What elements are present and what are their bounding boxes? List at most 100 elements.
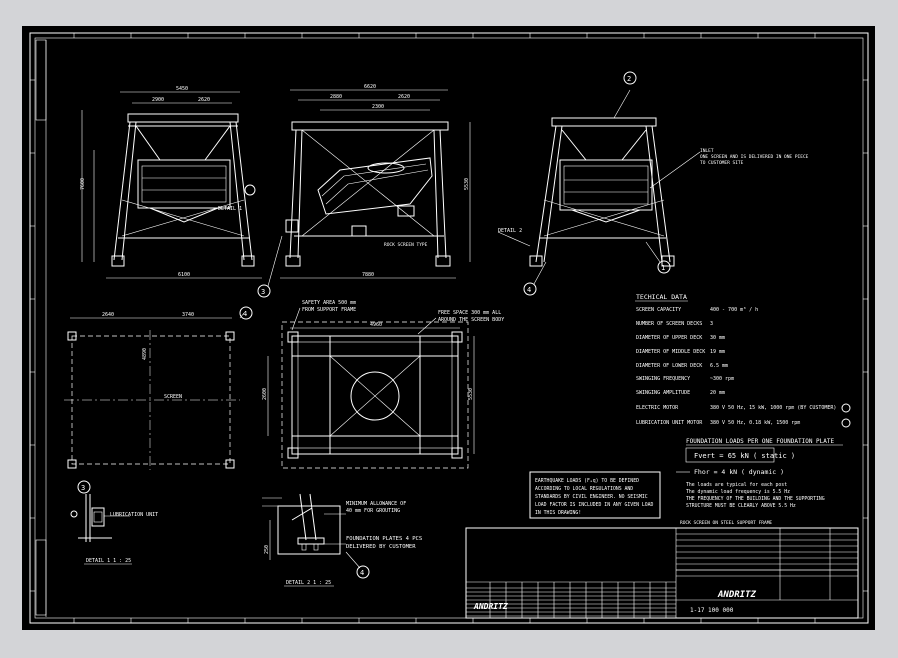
revision-strip — [35, 39, 47, 617]
tech-row-value: ~300 rpm — [710, 376, 734, 382]
safety-area-label-2: FROM SUPPORT FRAME — [302, 307, 356, 313]
safety-area-label: SAFETY AREA 500 mm — [302, 300, 356, 306]
earthquake-line: EARTHQUAKE LOADS (Fₑq) TO BE DEFINED — [535, 478, 639, 484]
detail-1-caption: DETAIL 1 1 : 25 — [86, 558, 131, 564]
side-note: ROCK SCREEN TYPE — [384, 242, 428, 248]
technical-data: TECHICAL DATA SCREEN CAPACITY 400 - 700 m… — [635, 293, 851, 428]
end-view: INLET ONE SCREEN AND IS DELIVERED IN ONE… — [218, 89, 809, 267]
balloon-4c — [356, 565, 370, 579]
dim-plan-h: 4890 — [142, 348, 148, 360]
dim-frame-top: 4960 — [370, 322, 382, 328]
balloon-3b — [77, 480, 91, 494]
foundation-fhor: Fhor = 4 kN ( dynamic ) — [694, 468, 784, 476]
dim-side-c: 2300 — [372, 104, 384, 110]
earthquake-line: ACCORDING TO LOCAL REGULATIONS AND — [535, 486, 633, 492]
foundation-note: The loads are typical for each post — [686, 482, 787, 488]
foundation-plan: 2640 3740 SCREEN 4890 — [64, 312, 245, 470]
free-space-label-2: AROUND THE SCREEN BODY — [438, 317, 504, 323]
lubrication-unit-label: LUBRICATION UNIT — [110, 512, 158, 518]
delivered-label: DELIVERED BY CUSTOMER — [346, 544, 416, 550]
dim-plan-w1: 2640 — [102, 312, 114, 318]
balloon-2-label: 2 — [627, 75, 631, 83]
balloons: 2 1 3 4 4 3 4 — [77, 71, 671, 579]
free-space-label: FREE SPACE 300 mm ALL — [438, 310, 501, 316]
balloon-1 — [657, 260, 671, 274]
title-top-text: ROCK SCREEN ON STEEL SUPPORT FRAME — [680, 520, 772, 526]
balloon-2 — [623, 71, 637, 85]
title-block: ROCK SCREEN ON STEEL SUPPORT FRAME ANDRI… — [465, 520, 859, 619]
earthquake-line: IN THIS DRAWING! — [535, 510, 581, 516]
tech-row-label: SCREEN CAPACITY — [636, 307, 681, 313]
balloon-4a-label: 4 — [527, 286, 531, 294]
balloon-4c-label: 4 — [360, 569, 364, 577]
brand-logo-small: ANDRITZ — [473, 602, 509, 611]
tech-data-title: TECHICAL DATA — [636, 293, 687, 301]
dim-frame-inner: 2600 — [262, 388, 268, 400]
dim-side-a: 2880 — [330, 94, 342, 100]
tech-row-label: DIAMETER OF LOWER DECK — [636, 363, 702, 369]
detail-2-caption: DETAIL 2 1 : 25 — [286, 580, 331, 586]
tech-row-value: 20 mm — [710, 390, 725, 396]
front-view: 5450 2900 2620 6100 7600 — [80, 86, 262, 279]
balloon-4b — [239, 306, 253, 320]
dim-front-w2: 2620 — [198, 97, 210, 103]
tech-row-label: SWINGING AMPLITUDE — [636, 390, 690, 396]
tech-row-value: 380 V 50 Hz, 15 kW, 1000 rpm (BY CUSTOME… — [710, 405, 836, 411]
balloon-4a — [523, 282, 537, 296]
tech-row-value: 6.5 mm — [710, 363, 728, 369]
brand-logo: ANDRITZ — [717, 590, 757, 600]
dim-front-height: 7600 — [80, 178, 86, 190]
dim-detail-2: 250 — [264, 545, 270, 554]
frame-top-view: SAFETY AREA 500 mm FROM SUPPORT FRAME FR… — [262, 300, 504, 469]
tech-row-value: 380 V 50 Hz, 0.18 kW, 1500 rpm — [710, 420, 800, 426]
grout-label-1: MINIMUM ALLOWANCE OF — [346, 501, 406, 507]
tech-row-value: 19 mm — [710, 349, 725, 355]
right-note-1: INLET — [700, 148, 714, 154]
tech-row-label: DIAMETER OF MIDDLE DECK — [636, 349, 705, 355]
earthquake-line: LOAD FACTOR IS INCLUDED IN ANY GIVEN LOA… — [535, 502, 654, 508]
right-note-3: TO CUSTOMER SITE — [700, 160, 744, 166]
earthquake-note: EARTHQUAKE LOADS (Fₑq) TO BE DEFINED ACCO… — [529, 471, 661, 519]
right-note-2: ONE SCREEN AND IS DELIVERED IN ONE PIECE — [700, 154, 809, 160]
side-view: 6620 2880 2620 2300 7880 5530 ROCK SCREE… — [280, 84, 471, 279]
dim-side-height: 5530 — [464, 178, 470, 190]
dim-front-bottom: 6100 — [178, 272, 190, 278]
grout-label-2: 40 mm FOR GROUTING — [346, 508, 400, 514]
drawing-number: 1-17 100 000 — [690, 607, 734, 614]
tech-row-label: NUMBER OF SCREEN DECKS — [636, 321, 702, 327]
detail-2-tag: DETAIL 2 — [498, 228, 522, 234]
balloon-3-label: 3 — [261, 288, 265, 296]
dim-front-w1: 2900 — [152, 97, 164, 103]
foundation-fvert: Fvert = 65 kN ( static ) — [694, 452, 795, 460]
dim-side-bottom: 7880 — [362, 272, 374, 278]
frame-ticks — [30, 33, 868, 623]
dim-plan-w2: 3740 — [182, 312, 194, 318]
tech-row-label: ELECTRIC MOTOR — [636, 405, 679, 411]
dim-side-b: 2620 — [398, 94, 410, 100]
tech-row-label: SWINGING FREQUENCY — [636, 376, 690, 382]
balloon-4b-label: 4 — [243, 310, 247, 318]
detail-1: LUBRICATION UNIT DETAIL 1 1 : 25 — [70, 494, 158, 565]
tech-row-label: LUBRICATION UNIT MOTOR — [636, 420, 703, 426]
foundation-note: The dynamic load frequency is 5.5 Hz — [686, 489, 790, 495]
tech-row-label: DIAMETER OF UPPER DECK — [636, 335, 702, 341]
balloon-1-label: 1 — [661, 264, 665, 272]
tech-row-value: 3 — [710, 321, 713, 327]
tech-row-value: 400 - 700 m³ / h — [710, 307, 758, 313]
dim-side-top: 6620 — [364, 84, 376, 90]
foundation-note: STRUCTURE MUST BE CLEARLY ABOVE 5.5 Hz — [686, 503, 796, 509]
tech-row-value: 30 mm — [710, 335, 725, 341]
foundation-note: THE FREQUENCY OF THE BUILDING AND THE SU… — [686, 496, 825, 502]
foundation-loads: FOUNDATION LOADS PER ONE FOUNDATION PLAT… — [676, 438, 843, 509]
dim-frame-side: 5530 — [468, 388, 474, 400]
earthquake-line: STANDARDS BY CIVIL ENGINEER. NO SEISMIC — [535, 494, 648, 500]
detail-1-tag: DETAIL 1 — [218, 206, 242, 212]
foundation-title: FOUNDATION LOADS PER ONE FOUNDATION PLAT… — [686, 438, 834, 445]
balloon-3 — [257, 284, 271, 298]
detail-2: 250 MINIMUM ALLOWANCE OF 40 mm FOR GROUT… — [262, 493, 422, 587]
dim-front-top: 5450 — [176, 86, 188, 92]
plan-screen-label: SCREEN — [164, 394, 182, 400]
balloon-3b-label: 3 — [81, 484, 85, 492]
foundation-plates-label: FOUNDATION PLATES 4 PCS — [346, 536, 422, 542]
